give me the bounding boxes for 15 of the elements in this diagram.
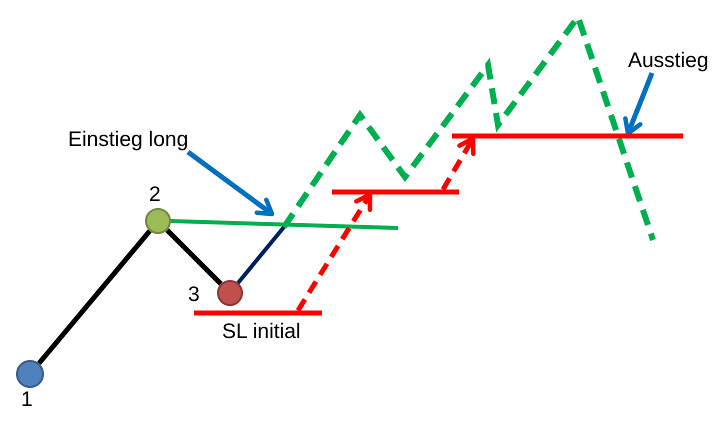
stop-loss-label: SL initial [222, 320, 301, 344]
point-number: 3 [188, 283, 200, 307]
dashed-arrow [296, 192, 372, 312]
pointer-arrow [186, 150, 274, 216]
point-marker [145, 208, 171, 234]
connecting-line [37, 229, 152, 365]
point-number: 2 [149, 183, 161, 207]
point-marker [217, 280, 243, 306]
entry-label: Einstieg long [68, 128, 188, 152]
dashed-arrow [440, 136, 476, 191]
pointer-arrow [623, 72, 654, 136]
point-number: 1 [21, 388, 33, 412]
connecting-line [165, 228, 223, 286]
exit-label: Ausstieg [628, 49, 709, 73]
point-marker [16, 360, 44, 388]
